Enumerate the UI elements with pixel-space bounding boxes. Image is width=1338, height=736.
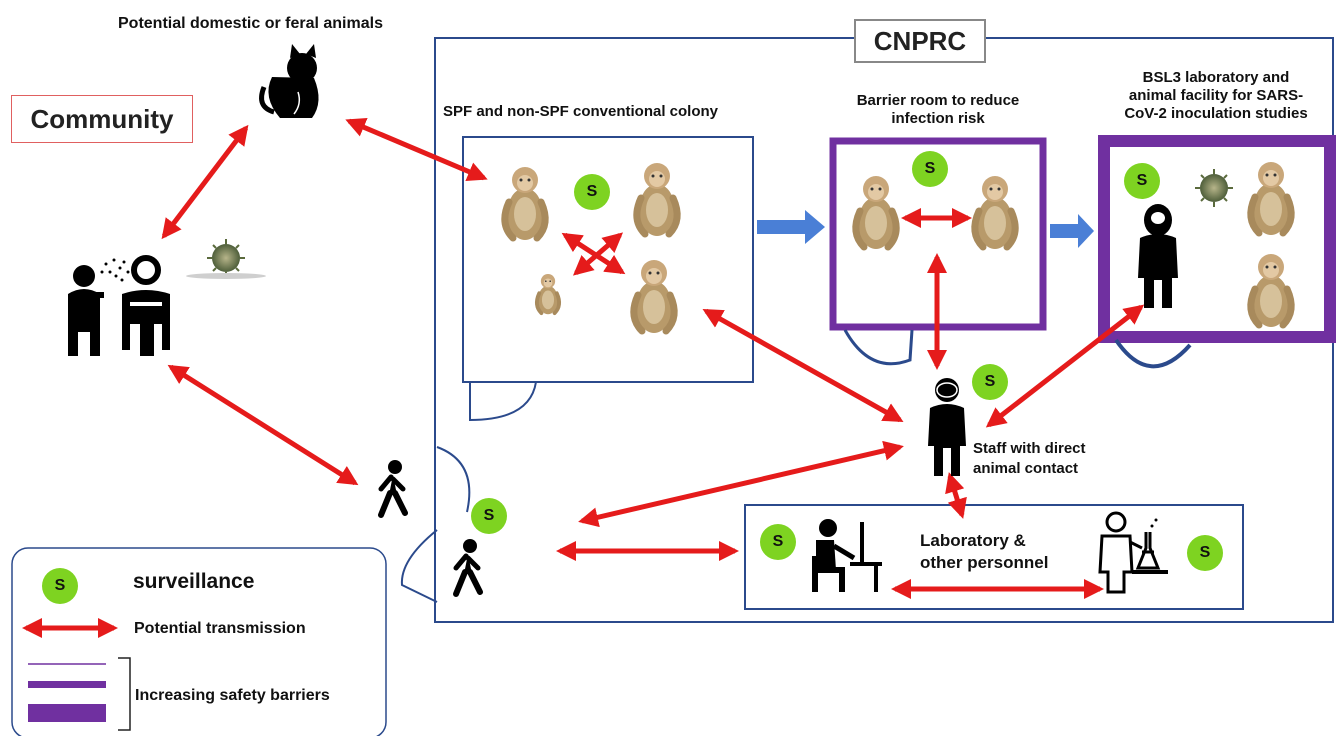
staff-label: Staff with direct animal contact bbox=[973, 439, 1086, 478]
staff-person-icon bbox=[928, 378, 966, 476]
monkey-icon bbox=[975, 176, 1015, 249]
monkey-icon bbox=[1251, 254, 1291, 327]
arrow-community-walker bbox=[167, 364, 359, 486]
surveillance-badge: S bbox=[1124, 163, 1160, 199]
bsl3-label: BSL3 laboratory and animal facility for … bbox=[1094, 69, 1338, 123]
door-arc-icon bbox=[400, 529, 438, 603]
monkey-icon bbox=[534, 272, 562, 317]
monkey-icon bbox=[634, 260, 674, 333]
monkey-icon bbox=[505, 167, 545, 240]
flow-arrow bbox=[757, 210, 825, 244]
bsl3-label-line: animal facility for SARS- bbox=[1128, 87, 1304, 104]
staff-label-line: animal contact bbox=[973, 459, 1079, 477]
legend-barrier-thick bbox=[28, 704, 106, 722]
legend-bracket bbox=[118, 657, 131, 731]
surveillance-badge: S bbox=[574, 174, 610, 210]
community-box: Community bbox=[11, 95, 193, 143]
cnprc-label: CNPRC bbox=[873, 26, 967, 56]
arrow-colony-staff bbox=[702, 308, 904, 423]
animals-label: Potential domestic or feral animals bbox=[118, 15, 383, 32]
walking-person-icon bbox=[381, 460, 405, 515]
legend-surveillance-badge: S bbox=[42, 568, 78, 604]
bsl3-box bbox=[1098, 135, 1336, 343]
surveillance-badge: S bbox=[1187, 535, 1223, 571]
walking-person-icon bbox=[456, 539, 480, 594]
legend-barriers-label: Increasing safety barriers bbox=[135, 687, 330, 704]
arrow-colony-cross-b bbox=[572, 232, 624, 276]
surveillance-badge: S bbox=[471, 498, 507, 534]
arrow-community-cat bbox=[161, 124, 249, 240]
virus-icon bbox=[1194, 168, 1234, 208]
lab-personnel-line: other personnel bbox=[920, 553, 1049, 573]
virus-shadow bbox=[186, 273, 266, 279]
surveillance-badge: S bbox=[972, 364, 1008, 400]
virus-icon bbox=[206, 238, 246, 278]
door-arc-icon bbox=[843, 329, 914, 366]
people-sneezing-icon bbox=[68, 255, 170, 356]
legend-surveillance-label: surveillance bbox=[133, 570, 255, 593]
colony-box bbox=[462, 136, 754, 383]
surveillance-badge: S bbox=[912, 151, 948, 187]
monkey-icon bbox=[856, 176, 896, 249]
barrier-room-label: Barrier room to reduce infection risk bbox=[856, 92, 1020, 127]
door-arc-icon bbox=[469, 381, 537, 422]
computer-worker-icon bbox=[812, 519, 882, 592]
legend-barrier-medium bbox=[28, 681, 106, 688]
flow-arrow bbox=[1050, 214, 1094, 248]
transmission-arrows bbox=[161, 118, 1145, 599]
lab-personnel-box bbox=[744, 504, 1244, 610]
cnprc-title-box: CNPRC bbox=[854, 19, 986, 63]
lab-personnel-label: Laboratory & other personnel bbox=[920, 530, 1048, 574]
legend-transmission-label: Potential transmission bbox=[134, 620, 306, 637]
cat-icon bbox=[259, 44, 319, 118]
arrow-cat-colony bbox=[345, 118, 488, 181]
bsl3-label-line: CoV-2 inoculation studies bbox=[1124, 105, 1308, 122]
colony-label: SPF and non-SPF conventional colony bbox=[443, 103, 719, 120]
bsl3-label-line: BSL3 laboratory and bbox=[1142, 69, 1290, 86]
surveillance-badge: S bbox=[760, 524, 796, 560]
arrow-staff-lab bbox=[945, 472, 967, 519]
staff-label-line: Staff with direct bbox=[973, 440, 1086, 457]
legend-box bbox=[11, 547, 387, 736]
lab-personnel-line: Laboratory & bbox=[920, 531, 1026, 550]
door-arc-icon bbox=[436, 446, 471, 513]
monkey-icon bbox=[637, 163, 677, 236]
community-label: Community bbox=[30, 104, 174, 134]
hazmat-suit-icon bbox=[1138, 204, 1178, 308]
monkey-icon bbox=[1251, 162, 1291, 235]
arrow-staff-visitor bbox=[578, 440, 904, 528]
door-arc-icon bbox=[1114, 338, 1192, 369]
scientist-icon bbox=[1098, 511, 1168, 594]
arrow-bsl3-staff bbox=[985, 304, 1145, 428]
